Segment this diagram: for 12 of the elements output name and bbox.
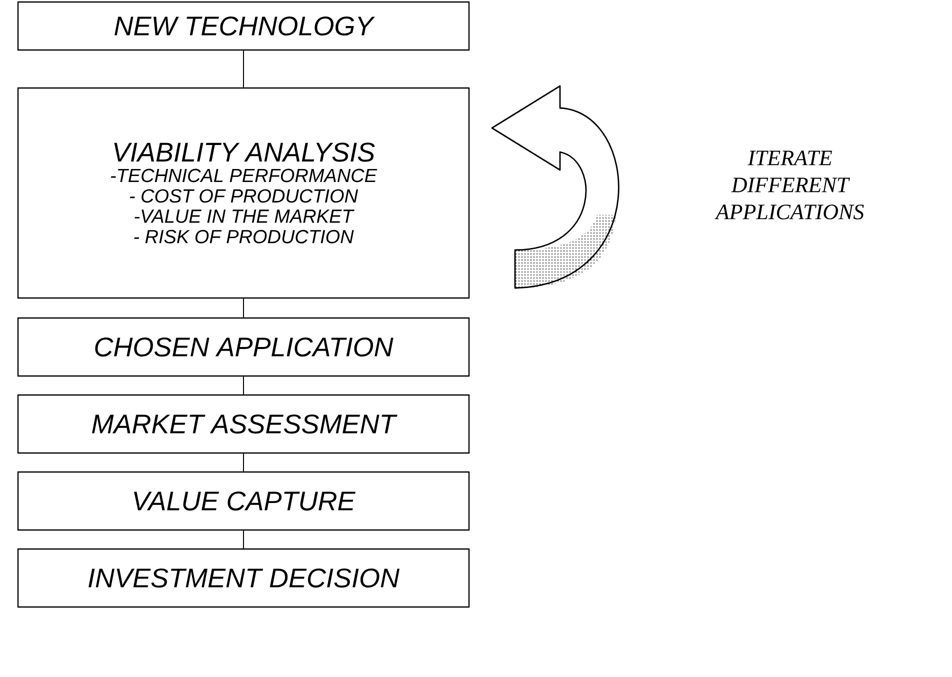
process-box: VIABILITY ANALYSIS -TECHNICAL PERFORMANCE - COST OF PRODUCTION -VALUE IN THE MARKET - RISK OF PRODUCTION [17, 87, 470, 299]
side-note: ITERATE DIFFERENT APPLICATIONS [714, 150, 864, 220]
process-box: INVESTMENT DECISION [17, 548, 470, 608]
process-box: MARKET ASSESSMENT [17, 394, 470, 454]
process-box: CHOSEN APPLICATION [17, 317, 470, 377]
connector-line [243, 530, 244, 549]
connector-line [243, 453, 244, 472]
connector-line [243, 376, 244, 395]
process-box: NEW TECHNOLOGY [17, 1, 470, 51]
connector-line [243, 298, 244, 318]
connector-line [243, 50, 244, 88]
process-box: VALUE CAPTURE [17, 471, 470, 531]
